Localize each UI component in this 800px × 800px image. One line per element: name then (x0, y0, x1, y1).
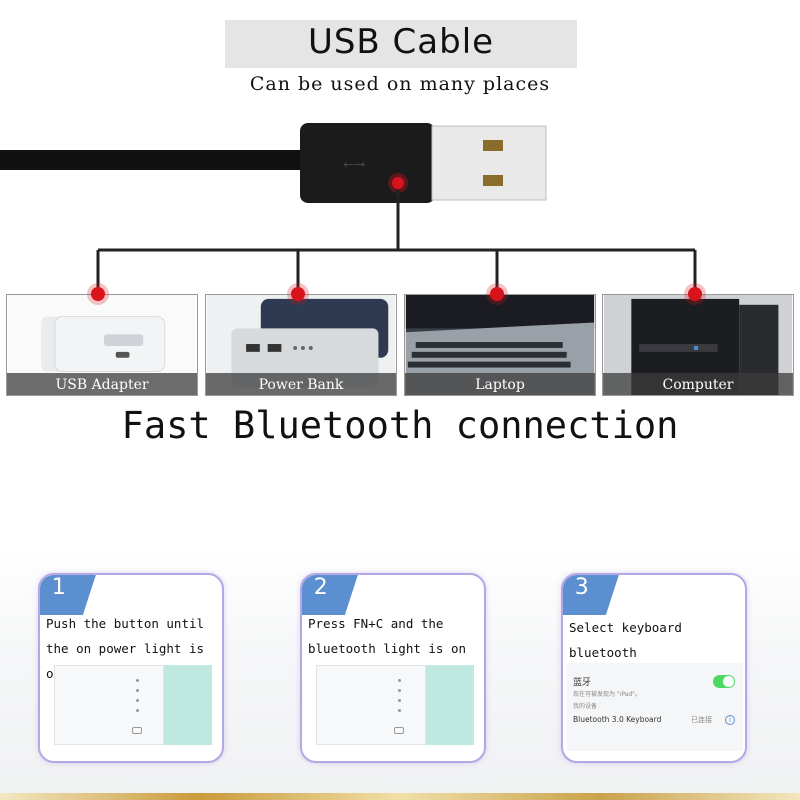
keyboard-device-row[interactable]: Bluetooth 3.0 Keyboard (573, 715, 662, 724)
keyboard-device-image (54, 665, 212, 745)
step-number-badge: 1 (40, 575, 98, 615)
label-bar (206, 373, 396, 395)
page-subtitle: Can be used on many places (249, 73, 551, 95)
connector-dot (688, 287, 702, 301)
usb-plug-slot-top (483, 140, 503, 151)
target-label: Computer (662, 377, 734, 393)
bottom-decor-strip (0, 793, 800, 800)
label-bar (603, 373, 793, 395)
power-button-icon (132, 727, 142, 734)
usb-plug-slot-bottom (483, 175, 503, 186)
target-card-laptop: Laptop (404, 294, 596, 396)
target-label: USB Adapter (55, 377, 149, 393)
step-instruction: Select keyboard bluetooth (569, 620, 682, 660)
step-card-2: 2 Press FN+C and the bluetooth light is … (300, 573, 486, 763)
bluetooth-button-icon (394, 727, 404, 734)
usb-symbol-icon: ⭠⭢ (343, 156, 365, 172)
target-label: Power Bank (258, 377, 344, 393)
usb-cable-diagram: ⭠⭢ (0, 123, 697, 292)
connector-dot (490, 287, 504, 301)
target-card-usb-adapter: USB Adapter (6, 294, 198, 396)
target-card-power-bank: Power Bank (205, 294, 397, 396)
section-headline: Fast Bluetooth connection (121, 404, 679, 447)
bluetooth-label: 蓝牙 (573, 678, 592, 688)
step-card-3: 3 Select keyboard bluetooth 蓝牙 现在可被发现为 "… (561, 573, 747, 763)
step-card-1: 1 Push the button until the on power lig… (38, 573, 224, 763)
bluetooth-settings-screen: 蓝牙 现在可被发现为 "iPad"。 我的设备 Bluetooth 3.0 Ke… (567, 663, 743, 751)
label-bar (405, 373, 595, 395)
connector-dot (91, 287, 105, 301)
step-instruction: Press FN+C and the bluetooth light is on (308, 616, 467, 656)
title-banner (225, 20, 577, 68)
info-icon[interactable]: i (725, 715, 735, 725)
cable-wire (0, 150, 310, 170)
connector-dot (291, 287, 305, 301)
step-instruction: Push the button until the on power light… (46, 616, 205, 681)
bluetooth-note: 现在可被发现为 "iPad"。 (573, 691, 641, 698)
step-number-badge: 2 (302, 575, 360, 615)
page-title: USB Cable (307, 22, 495, 62)
devices-header: 我的设备 (573, 703, 598, 710)
label-bar (7, 373, 197, 395)
keyboard-device-image (316, 665, 474, 745)
usb-plug-housing (300, 123, 435, 203)
usb-plug-metal (431, 125, 547, 201)
target-card-computer: Computer (602, 294, 794, 396)
target-label: Laptop (475, 377, 525, 393)
device-status: 已连接 (691, 716, 712, 724)
step-number-badge: 3 (563, 575, 621, 615)
bluetooth-toggle[interactable] (713, 675, 735, 688)
